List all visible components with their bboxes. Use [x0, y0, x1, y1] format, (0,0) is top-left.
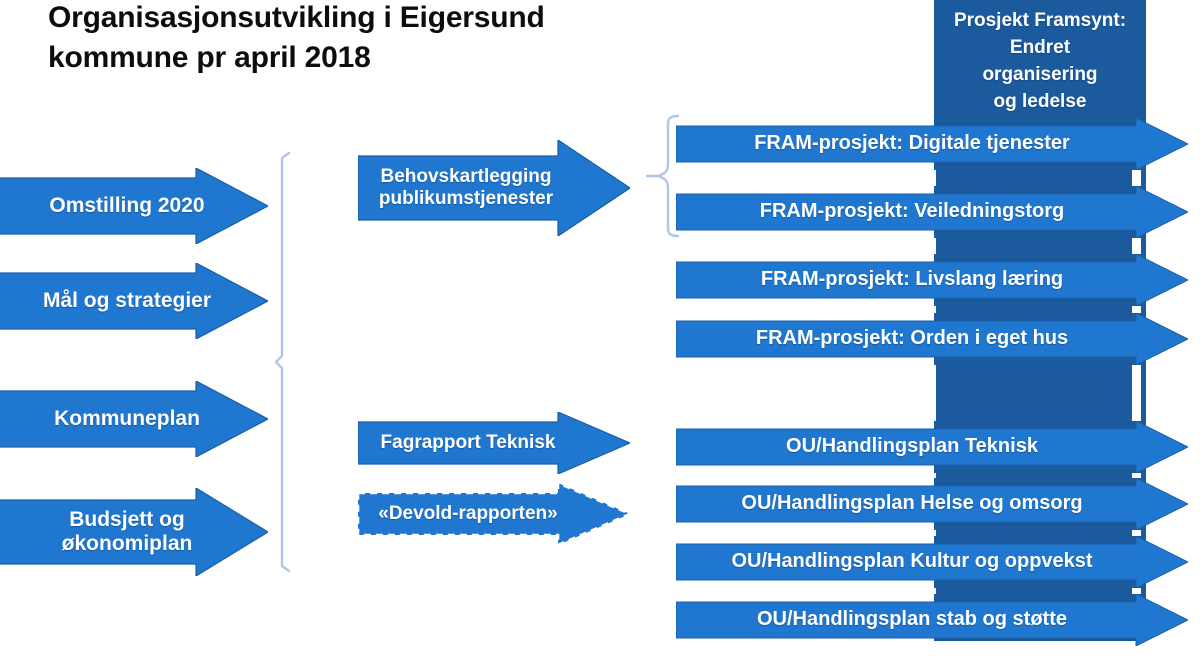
arrow-ou-handlingsplan-teknisk[interactable]: OU/Handlingsplan Teknisk: [676, 421, 1188, 473]
arrow-label: OU/Handlingsplan Helse og omsorg: [741, 492, 1083, 515]
middle-curly-brace: [646, 114, 680, 238]
arrow-shape: [676, 421, 1188, 473]
gap-notch: [640, 306, 936, 313]
page-title: Organisasjonsutvikling i Eigersund kommu…: [48, 0, 648, 77]
arrow-label: OU/Handlingsplan Kultur og oppvekst: [731, 550, 1093, 573]
arrow-label-line-2: publikumstjenester: [378, 188, 554, 209]
arrow-label: FRAM-prosjekt: Veiledningstorg: [759, 200, 1065, 223]
arrow-shape: [358, 483, 630, 545]
arrow-fram-orden-i-eget-hus[interactable]: FRAM-prosjekt: Orden i eget hus: [676, 313, 1188, 365]
panel-edge-sliver: [1132, 588, 1141, 594]
gap-notch: [640, 530, 936, 536]
arrow-label-line-1: Behovskartlegging: [380, 165, 552, 187]
arrow-ou-handlingsplan-stab-og-stotte[interactable]: OU/Handlingsplan stab og støtte: [676, 594, 1188, 646]
gap-notch: [640, 238, 936, 254]
panel-edge-sliver: [1132, 365, 1141, 421]
framsynt-line-2: Endret: [1009, 36, 1071, 58]
arrow-shape: [676, 594, 1188, 646]
arrow-ou-handlingsplan-kultur-og-oppvekst[interactable]: OU/Handlingsplan Kultur og oppvekst: [676, 536, 1188, 588]
prosjekt-framsynt-label: Prosjekt Framsynt: Endret organisering o…: [934, 8, 1146, 116]
gap-notch: [640, 473, 936, 478]
arrow-label-line-2: økonomiplan: [61, 532, 193, 555]
arrow-shape: [358, 412, 630, 474]
arrow-label: «Devold-rapporten»: [378, 502, 558, 524]
panel-edge-sliver: [1132, 473, 1141, 478]
arrow-label: OU/Handlingsplan Teknisk: [786, 435, 1038, 458]
arrow-behovskartlegging-publikumstjenester[interactable]: Behovskartlegging publikumstjenester: [358, 140, 630, 236]
panel-edge-sliver: [1132, 170, 1141, 186]
arrow-shape: [676, 478, 1188, 530]
arrow-shape: [0, 263, 268, 339]
panel-edge-sliver: [1132, 306, 1141, 313]
arrow-label-line-1: Budsjett og: [69, 507, 185, 531]
arrow-label: FRAM-prosjekt: Digitale tjenester: [754, 132, 1070, 155]
arrow-label: OU/Handlingsplan stab og støtte: [756, 608, 1067, 631]
gap-notch: [640, 170, 936, 186]
title-line-2: kommune pr april 2018: [48, 40, 371, 74]
arrow-shape: [676, 254, 1188, 306]
arrow-budsjett-og-okonomiplan[interactable]: Budsjett og økonomiplan: [0, 488, 268, 576]
arrow-label: Omstilling 2020: [49, 193, 205, 217]
arrow-shape: [676, 118, 1188, 170]
gap-notch: [640, 588, 936, 594]
arrow-fram-livslang-laering[interactable]: FRAM-prosjekt: Livslang læring: [676, 254, 1188, 306]
arrow-label: FRAM-prosjekt: Livslang læring: [760, 268, 1064, 291]
arrow-shape: [0, 381, 268, 457]
arrow-label: Kommuneplan: [54, 406, 200, 430]
arrow-label: Fagrapport Teknisk: [380, 431, 556, 453]
arrow-fagrapport-teknisk[interactable]: Fagrapport Teknisk: [358, 412, 630, 474]
arrow-shape: [0, 488, 268, 576]
arrow-label: Behovskartlegging publikumstjenester: [373, 166, 559, 210]
gap-notch: [640, 365, 936, 421]
framsynt-line-4: og ledelse: [993, 90, 1087, 112]
arrow-devold-rapporten[interactable]: «Devold-rapporten»: [358, 483, 630, 545]
arrow-fram-veiledningstorg[interactable]: FRAM-prosjekt: Veiledningstorg: [676, 186, 1188, 238]
arrow-shape: [676, 186, 1188, 238]
arrow-shape: [676, 313, 1188, 365]
arrow-label: Budsjett og økonomiplan: [56, 508, 199, 557]
arrow-mal-og-strategier[interactable]: Mål og strategier: [0, 263, 268, 339]
arrow-omstilling-2020[interactable]: Omstilling 2020: [0, 168, 268, 244]
arrow-kommuneplan[interactable]: Kommuneplan: [0, 381, 268, 457]
arrow-shape: [0, 168, 268, 244]
title-line-1: Organisasjonsutvikling i Eigersund: [48, 1, 545, 34]
framsynt-line-3: organisering: [982, 63, 1098, 85]
framsynt-line-1: Prosjekt Framsynt:: [953, 10, 1127, 31]
arrow-shape: [358, 140, 630, 236]
panel-edge-sliver: [1132, 238, 1141, 254]
arrow-shape: [676, 536, 1188, 588]
arrow-label: FRAM-prosjekt: Orden i eget hus: [755, 327, 1069, 350]
arrow-fram-digitale-tjenester[interactable]: FRAM-prosjekt: Digitale tjenester: [676, 118, 1188, 170]
arrow-ou-handlingsplan-helse-og-omsorg[interactable]: OU/Handlingsplan Helse og omsorg: [676, 478, 1188, 530]
left-column-bracket: [275, 152, 291, 572]
panel-edge-sliver: [1132, 530, 1141, 536]
arrow-label: Mål og strategier: [42, 288, 212, 312]
